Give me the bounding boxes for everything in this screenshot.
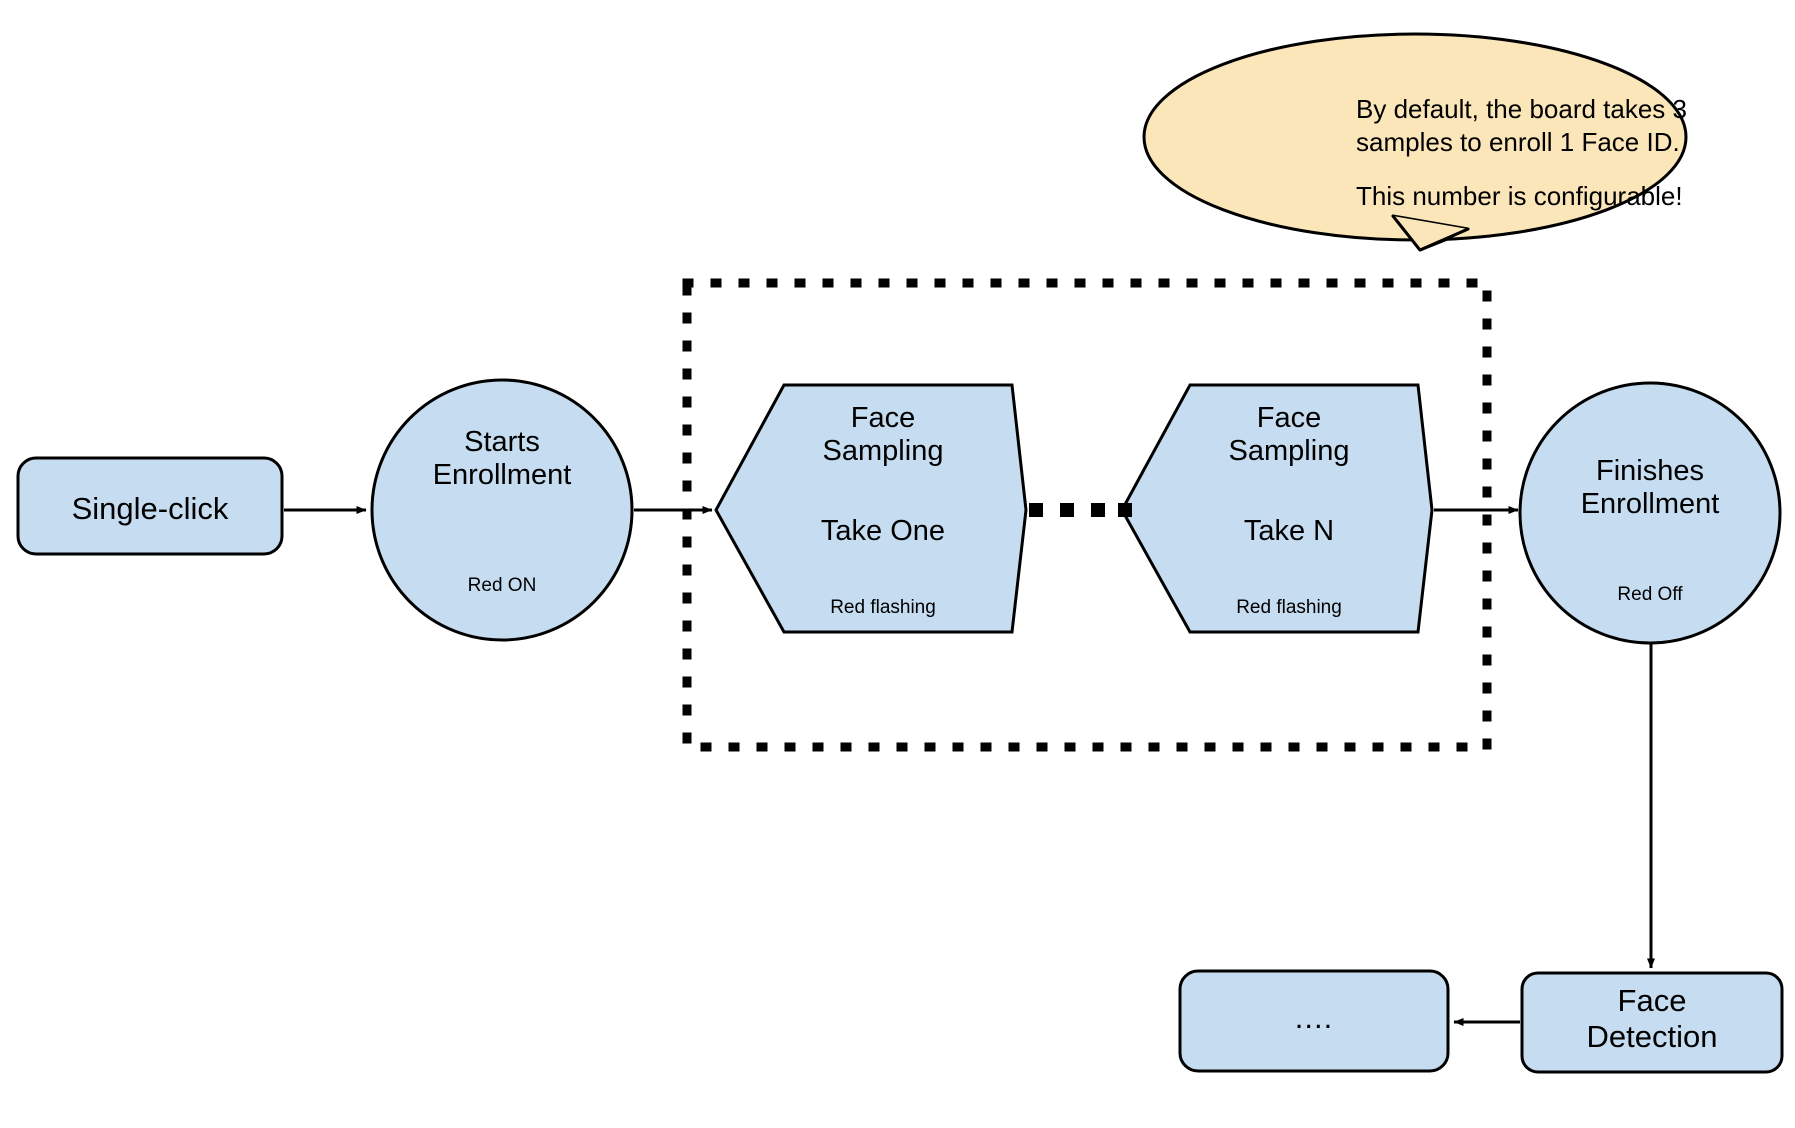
callout-line-1: By default, the board takes 3 xyxy=(1356,94,1687,124)
callout-bubble-shape xyxy=(1142,32,1688,252)
callout-text: By default, the board takes 3 samples to… xyxy=(1356,93,1696,213)
starts-enrollment-shape[interactable] xyxy=(370,378,634,642)
more-steps-shape[interactable] xyxy=(1178,969,1450,1073)
single-click-shape[interactable] xyxy=(16,456,284,556)
face-sampling-n-shape[interactable] xyxy=(1120,383,1434,634)
callout-spacer xyxy=(1356,158,1696,180)
sampling-ellipsis-dots xyxy=(1029,503,1132,517)
finishes-enrollment-shape[interactable] xyxy=(1518,381,1782,645)
face-sampling-one-shape[interactable] xyxy=(714,383,1028,634)
sampling-group-box xyxy=(682,278,1492,752)
callout-line-3: This number is configurable! xyxy=(1356,181,1683,211)
callout-line-2: samples to enroll 1 Face ID. xyxy=(1356,126,1680,157)
face-detection-shape[interactable] xyxy=(1520,971,1784,1074)
